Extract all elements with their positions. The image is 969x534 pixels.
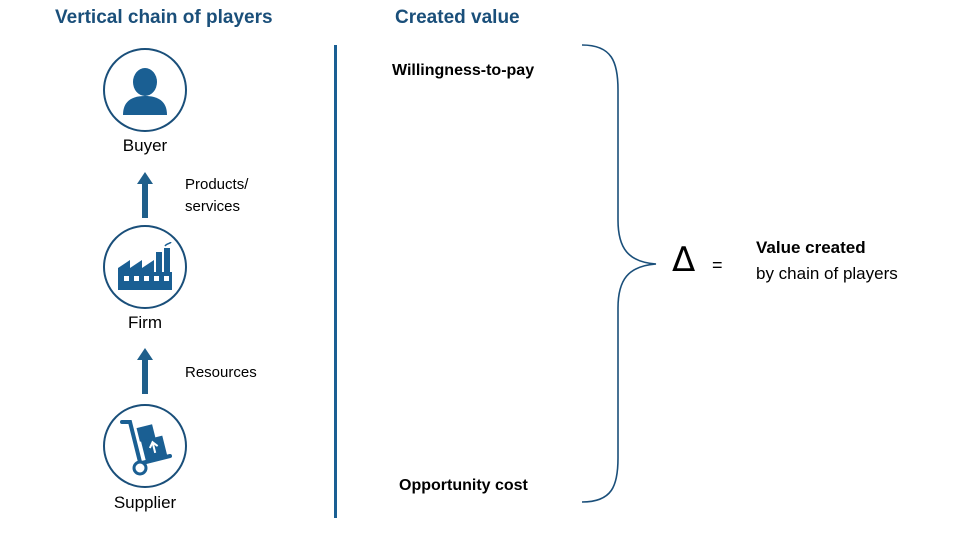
curly-brace [581,44,657,503]
left-panel-title: Vertical chain of players [55,7,273,28]
supplier-circle [103,404,187,488]
value-created-subtitle: by chain of players [756,264,898,283]
right-panel-title: Created value [395,7,520,28]
buyer-circle [103,48,187,132]
person-icon [123,68,167,115]
vertical-divider [334,45,337,518]
firm-circle [103,225,187,309]
delta-symbol: Δ [672,240,696,280]
opportunity-cost-label: Opportunity cost [399,477,528,494]
arrow-up-icon [137,172,153,218]
arrow-up-icon [137,348,153,394]
equals-sign: = [712,255,723,275]
buyer-label: Buyer [122,136,168,155]
flow-label-resources: Resources [185,364,257,381]
value-created-title: Value created [756,238,866,257]
supplier-label: Supplier [113,493,177,512]
firm-label: Firm [128,313,162,332]
flow-label-products: Products/ services [185,176,249,215]
hand-truck-icon [120,420,172,476]
factory-icon [118,242,172,290]
willingness-to-pay-label: Willingness-to-pay [392,62,535,79]
